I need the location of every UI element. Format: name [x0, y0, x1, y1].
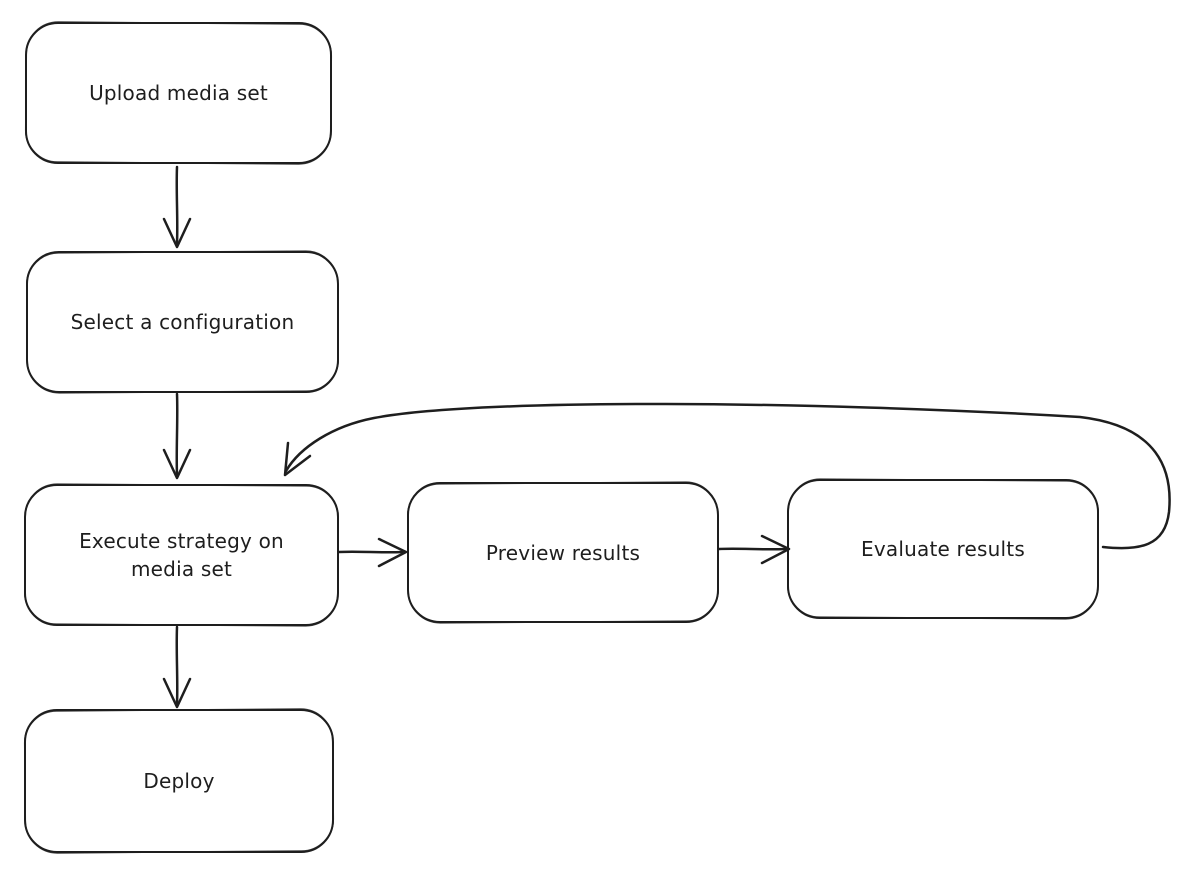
node-label-text: Deploy [143, 769, 215, 793]
edge-select-to-execute-line [175, 392, 179, 476]
node-label-text: Upload media set [89, 81, 268, 105]
edge-select-to-execute-arrowhead [162, 448, 192, 480]
edge-evaluate-to-execute-loop-arrowhead [283, 441, 312, 477]
node-box-select-configuration [25, 250, 340, 394]
node-label-text: Execute strategy on media set [79, 529, 284, 581]
edge-execute-to-deploy [162, 625, 192, 709]
node-box-evaluate-results [786, 478, 1100, 620]
edge-execute-to-preview [337, 537, 408, 568]
node-label-text: Preview results [485, 540, 641, 565]
edge-select-to-execute [162, 392, 192, 480]
node-label-preview-results: Preview results [408, 483, 718, 622]
node-box-preview-results [406, 481, 720, 624]
node-label-text: Evaluate results [861, 537, 1025, 561]
node-label-execute-strategy: Execute strategy on media set [25, 485, 338, 625]
node-label-upload-media-set: Upload media set [26, 23, 331, 163]
edge-execute-to-preview-line [337, 550, 404, 554]
node-box-upload-media-set [24, 21, 333, 165]
edge-preview-to-evaluate-arrowhead [760, 534, 791, 565]
edge-execute-to-deploy-line [175, 625, 179, 705]
node-box-deploy [23, 708, 335, 854]
edge-upload-to-select-arrowhead [162, 217, 192, 249]
node-label-text: Select a configuration [70, 310, 295, 334]
edge-preview-to-evaluate [717, 534, 791, 565]
node-box-execute-strategy [23, 483, 340, 627]
node-label-evaluate-results: Evaluate results [788, 480, 1098, 618]
edge-upload-to-select [162, 165, 192, 249]
edge-preview-to-evaluate-line [717, 547, 787, 551]
edge-evaluate-to-execute-loop [283, 402, 1171, 550]
edge-upload-to-select-line [175, 165, 179, 245]
edge-evaluate-to-execute-loop-line [284, 402, 1171, 550]
edge-execute-to-deploy-arrowhead [162, 677, 192, 709]
node-label-deploy: Deploy [25, 710, 333, 852]
edge-execute-to-preview-arrowhead [377, 537, 408, 568]
node-label-select-configuration: Select a configuration [27, 252, 338, 392]
